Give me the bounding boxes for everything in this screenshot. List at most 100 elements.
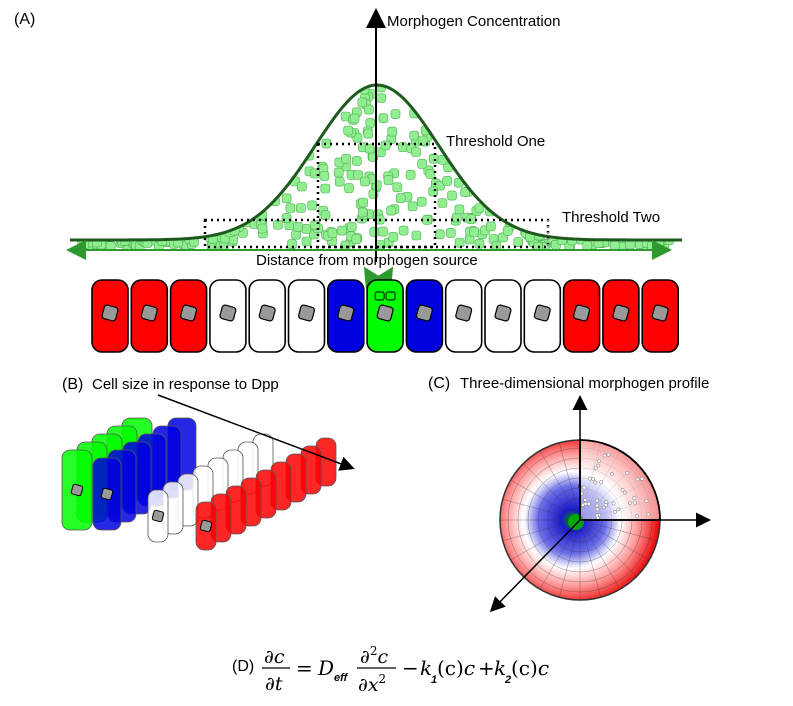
- morphogen-particle: [341, 153, 352, 164]
- vesicle: [374, 291, 385, 301]
- cell-nucleus: [455, 304, 473, 322]
- morphogen-particle: [451, 212, 462, 223]
- sphere-y-axis: [489, 519, 581, 613]
- morphogen-particle: [390, 109, 401, 119]
- mesh-spoke: [539, 530, 575, 590]
- eq-plus: +: [478, 656, 495, 680]
- morphogen-particle: [281, 193, 292, 204]
- panel-c-label: (C): [428, 375, 450, 392]
- eq-minus: −: [402, 656, 419, 680]
- morphogen-particle: [344, 183, 354, 193]
- morphogen-particle: [257, 223, 268, 234]
- cell-blue: [405, 279, 444, 353]
- cell-row: [91, 279, 680, 353]
- morphogen-particle: [376, 93, 386, 103]
- morphogen-particle: [466, 214, 477, 224]
- morphogen-particle: [398, 225, 409, 236]
- panel-d-label: (D): [232, 658, 254, 675]
- morphogen-particle: [411, 147, 421, 157]
- morphogen-particle: [435, 180, 445, 191]
- eq-k1: k: [420, 656, 432, 680]
- morphogen-particle: [285, 203, 296, 213]
- x-axis-label: Distance from morphogen source: [256, 252, 478, 269]
- cell-size-3d-stack: [61, 417, 337, 551]
- morphogen-particle: [319, 171, 330, 181]
- morphogen-particle: [346, 222, 357, 232]
- threshold-one-box: [316, 142, 437, 249]
- cell-red: [562, 279, 601, 353]
- panel-a-label: (A): [14, 11, 35, 28]
- threshold-two-label: Threshold Two: [562, 209, 660, 226]
- cell-nucleus: [298, 304, 315, 322]
- cell-nucleus: [612, 304, 630, 322]
- cell-white: [523, 279, 562, 353]
- mesh-spoke: [585, 530, 621, 590]
- reaction-diffusion-equation: (D) ∂c ∂t = D eff ∂2c ∂x2 − k 1 (c)c + k…: [232, 644, 549, 696]
- vesicle: [385, 291, 396, 301]
- cell-red: [602, 279, 640, 353]
- morphogen-particle: [425, 169, 436, 179]
- morphogen-particle: [320, 210, 331, 220]
- eq-k2-arg: (c)c: [511, 656, 549, 680]
- mesh-spoke: [559, 442, 578, 509]
- eq-k1-arg: (c)c: [437, 656, 475, 680]
- morphogen-particle: [293, 222, 303, 232]
- morphogen-particle: [321, 138, 332, 149]
- morphogen-particle: [343, 125, 354, 136]
- morphogen-particle: [392, 182, 403, 193]
- eq-partial2-c: ∂2c: [360, 644, 388, 668]
- cell-blue: [326, 279, 365, 353]
- morphogen-particle: [428, 154, 439, 164]
- morphogen-particle: [428, 186, 439, 197]
- morphogen-particle: [386, 205, 396, 216]
- morphogen-particle: [405, 170, 416, 180]
- morphogen-particle: [378, 113, 389, 123]
- morphogen-particle: [445, 228, 456, 238]
- cell-stack-3: [195, 437, 337, 551]
- morphogen-particle: [364, 104, 374, 115]
- morphogen-particle: [365, 118, 376, 128]
- cell-white: [444, 279, 483, 353]
- morphogen-particle: [460, 187, 471, 197]
- morphogen-particle: [417, 159, 427, 169]
- mesh-spoke: [510, 479, 570, 515]
- cell-nucleus: [651, 304, 669, 322]
- morphogen-particle: [454, 204, 465, 215]
- cell-nucleus: [70, 483, 84, 497]
- morphogen-particle: [454, 237, 465, 248]
- mesh-spoke: [582, 531, 601, 598]
- morphogen-particle: [333, 167, 344, 178]
- morphogen-particle: [357, 207, 368, 218]
- morphogen-particle: [320, 183, 331, 194]
- morphogen-particle: [395, 193, 406, 203]
- mesh-spoke: [588, 528, 637, 577]
- eq-k2: k: [494, 656, 506, 680]
- morphogen-particle: [334, 176, 345, 187]
- cell-white: [209, 279, 247, 353]
- morphogen-particle: [437, 198, 448, 208]
- panel-b-title: Cell size in response to Dpp: [92, 376, 279, 393]
- sphere-cutaway: [579, 439, 661, 521]
- cell-nucleus: [376, 304, 394, 322]
- cell-nucleus: [199, 519, 213, 533]
- cell-nucleus: [573, 304, 591, 322]
- morphogen-particle: [327, 228, 338, 238]
- morphogen-particle: [387, 126, 398, 137]
- morphogen-particle: [351, 234, 362, 244]
- morphogen-particle: [296, 181, 307, 192]
- morphogen-particle: [360, 176, 370, 187]
- morphogen-particle: [369, 227, 380, 237]
- cell-nucleus: [101, 304, 119, 322]
- morphogen-particle: [337, 225, 347, 236]
- morphogen-particle: [307, 200, 317, 211]
- eq-partial-x2: ∂x2: [358, 672, 386, 696]
- morphogen-particle: [349, 113, 360, 124]
- cell-nucleus: [219, 304, 237, 322]
- eq-eff-subscript: eff: [334, 672, 349, 684]
- cell-white: [484, 279, 522, 353]
- morphogen-particle: [287, 239, 297, 249]
- morphogen-particle: [363, 128, 374, 139]
- threshold-one-label: Threshold One: [446, 133, 545, 150]
- morphogen-particle: [513, 237, 524, 247]
